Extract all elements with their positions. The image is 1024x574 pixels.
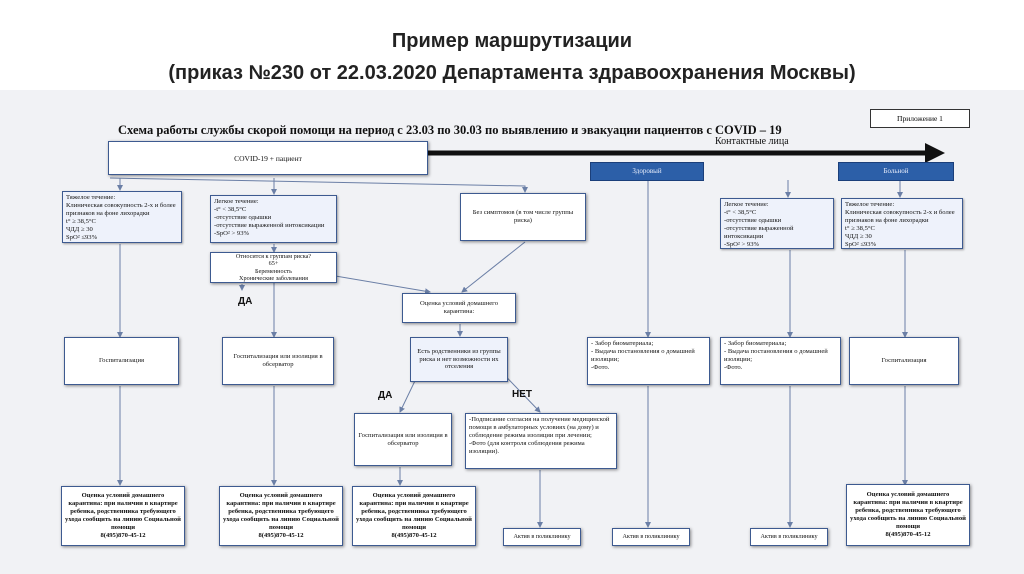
healthy-box: Здоровый (590, 162, 704, 181)
relatives-risk-box: Есть родственники из группы риска и нет … (410, 337, 508, 382)
social-help-box-3: Оценка условий домашнего карантина: при … (352, 486, 476, 546)
mild-course-box-right: Легкое течение: -t° < 38,5°С -отсутствие… (720, 198, 834, 249)
no-label: НЕТ (512, 389, 532, 400)
social-help-box-2: Оценка условий домашнего карантина: при … (219, 486, 343, 546)
hospitalization-box-right: Госпитализация (849, 337, 959, 385)
slide-title: Пример маршрутизации (391, 30, 633, 52)
social-help-box-4: Оценка условий домашнего карантина: при … (846, 484, 970, 546)
social-help-box-1: Оценка условий домашнего карантина: при … (61, 486, 185, 546)
severe-course-box-left: Тяжелое течение: Клиническая совокупност… (62, 191, 182, 243)
contacts-label: Контактные лица (715, 136, 789, 147)
asymptomatic-box: Без симптомов (в том числе группы риска) (460, 193, 586, 241)
sick-box: Больной (838, 162, 954, 181)
biomaterial-box-1: - Забор биоматериала; - Выдача постановл… (587, 337, 710, 385)
scheme-heading: Схема работы службы скорой помощи на пер… (118, 123, 782, 137)
covid-patient-box: COVID-19 + пациент (108, 141, 428, 175)
hosp-or-observation-box-1: Госпитализация или изоляция в обсерватор (222, 337, 334, 385)
home-quarantine-eval-box: Оценка условий домашнего карантина: (402, 293, 516, 323)
risk-group-box: Относится к группам риска? 65+ Беременно… (210, 252, 337, 283)
active-clinic-box-3: Актив в поликлинику (750, 528, 828, 546)
active-clinic-box-2: Актив в поликлинику (612, 528, 690, 546)
active-clinic-box-1: Актив в поликлинику (503, 528, 581, 546)
severe-course-box-right: Тяжелое течение: Клиническая совокупност… (841, 198, 963, 249)
biomaterial-box-2: - Забор биоматериала; - Выдача постановл… (720, 337, 841, 385)
slide-subtitle: (приказ №230 от 22.03.2020 Департамента … (168, 62, 856, 84)
hospitalization-box-left: Госпитализация (64, 337, 179, 385)
yes-label-1: ДА (238, 296, 253, 307)
mild-course-box-left: Легкое течение: -t° < 38,5°С -отсутствие… (210, 195, 337, 243)
yes-label-2: ДА (378, 390, 393, 401)
consent-box: -Подписание согласия на получение медици… (465, 413, 617, 469)
appendix-label: Приложение 1 (870, 109, 970, 128)
hosp-or-observation-box-2: Госпитализация или изоляция в обсерватор (354, 413, 452, 466)
